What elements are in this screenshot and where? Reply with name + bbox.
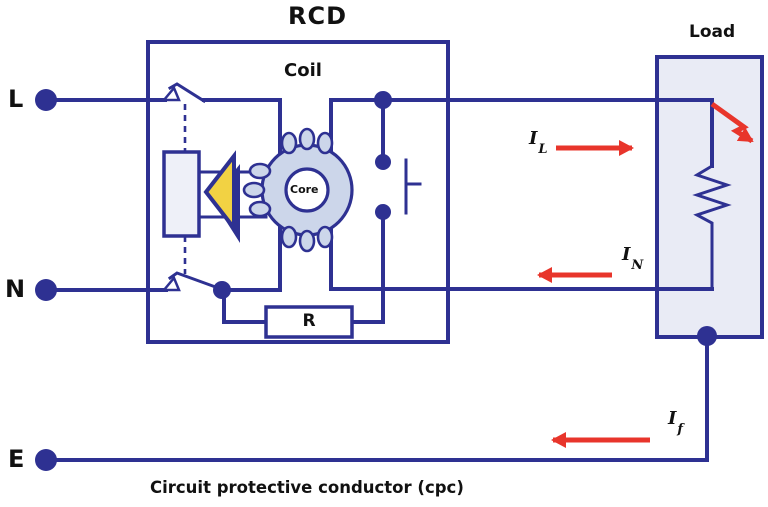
load-resistor — [692, 163, 732, 291]
current-arrows — [537, 101, 754, 448]
cpc-wire — [54, 335, 709, 462]
trip-arrow-icon — [203, 150, 240, 243]
load-earth-node-dot — [697, 326, 717, 346]
test-button-icon[interactable] — [404, 158, 422, 215]
core-label: Core — [290, 183, 319, 196]
cpc-caption: Circuit protective conductor (cpc) — [150, 478, 464, 497]
il-current-label: IL — [529, 128, 548, 156]
trip-solenoid — [162, 150, 201, 238]
test-resistor-box — [264, 305, 354, 339]
in-subscript: N — [631, 257, 644, 273]
in-current-label: IN — [622, 244, 643, 272]
terminal-n-label: N — [5, 275, 26, 303]
circuit-wires — [54, 98, 732, 462]
terminal-dot-n — [35, 279, 57, 301]
terminal-e-label: E — [8, 445, 25, 473]
resistor-label: R — [302, 311, 316, 331]
test-contact-bottom-dot — [375, 204, 391, 220]
if-symbol: I — [668, 408, 677, 429]
il-subscript: L — [538, 141, 548, 157]
n-switch-node-dot — [213, 281, 231, 299]
in-symbol: I — [622, 244, 631, 265]
if-subscript: f — [677, 421, 684, 437]
rcd-box — [146, 40, 450, 344]
test-contact-top-dot — [375, 154, 391, 170]
test-branch-junction-dot — [374, 91, 392, 109]
il-symbol: I — [529, 128, 538, 149]
junction-dots — [35, 89, 717, 471]
coil-label: Coil — [284, 60, 322, 81]
if-current-label: If — [668, 408, 683, 436]
toroid-core — [242, 127, 354, 253]
terminal-l-label: L — [8, 85, 24, 113]
n-switch — [161, 271, 223, 292]
fault-bolt-arrow-icon — [710, 101, 754, 144]
l-switch — [161, 82, 207, 104]
load-label: Load — [689, 22, 736, 42]
terminal-dot-l — [35, 89, 57, 111]
terminal-dot-e — [35, 449, 57, 471]
rcd-title: RCD — [288, 2, 348, 30]
